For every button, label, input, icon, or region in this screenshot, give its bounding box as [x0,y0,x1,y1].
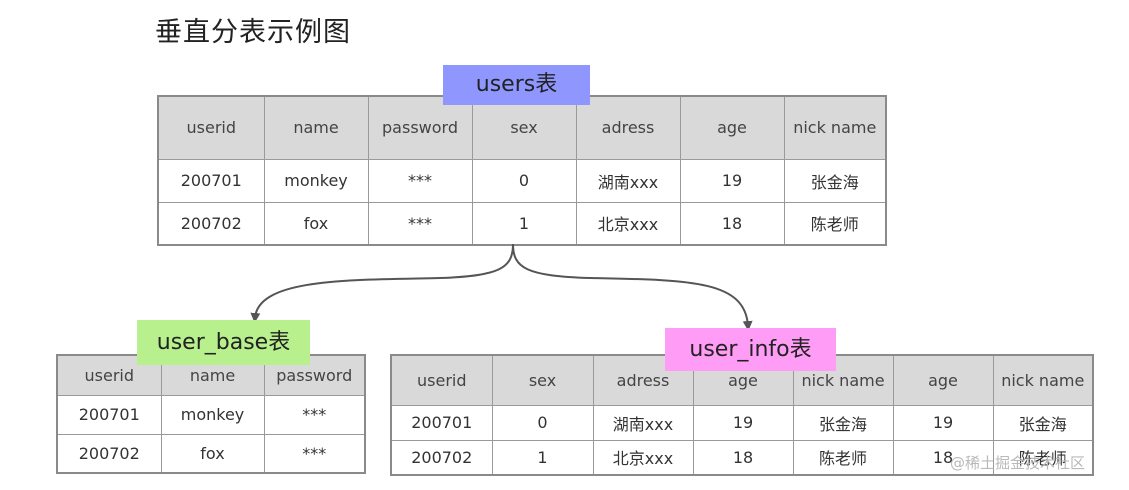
table-cell: *** [367,158,473,203]
table-cell: 张金海 [992,404,1094,441]
arrow-to-user-base [250,243,514,323]
header-cell: userid [390,354,493,406]
user-info-table: userid sex adress age nick name age nick… [390,354,1094,476]
header-cell: sex [491,354,594,406]
table-cell: 200701 [157,158,265,203]
table-cell: 18 [692,439,794,476]
table-row: 200702 fox *** [56,433,366,474]
table-cell: 200701 [56,394,162,435]
table-cell: 陈老师 [792,439,894,476]
table-cell: 张金海 [792,404,894,441]
table-header-row: userid sex adress age nick name age nick… [390,354,1094,406]
header-cell: age [892,354,994,406]
table-cell: monkey [160,394,265,435]
table-cell: 19 [692,404,794,441]
table-cell: 陈老师 [783,201,887,246]
user-base-table-label: user_base表 [137,320,310,365]
table-row: 200702 1 北京xxx 18 陈老师 18 陈老师 [390,439,1094,476]
diagram-title: 垂直分表示例图 [155,17,351,48]
table-cell: *** [263,433,366,474]
table-cell: 湖南xxx [575,158,681,203]
table-cell: 19 [892,404,994,441]
table-cell: monkey [263,158,369,203]
table-cell: *** [367,201,473,246]
table-cell: 1 [471,201,577,246]
table-row: 200702 fox *** 1 北京xxx 18 陈老师 [157,201,887,246]
header-cell: adress [592,354,694,406]
table-row: 200701 monkey *** [56,394,366,435]
header-cell: sex [471,95,577,160]
header-cell: password [367,95,473,160]
table-row: 200701 monkey *** 0 湖南xxx 19 张金海 [157,158,887,203]
table-cell: 200702 [157,201,265,246]
table-cell: 北京xxx [592,439,694,476]
users-table-label: users表 [443,65,590,105]
arrow-to-user-info [512,243,753,331]
table-cell: 0 [471,158,577,203]
table-cell: *** [263,394,366,435]
user-info-table-label: user_info表 [665,328,836,371]
header-cell: name [263,95,369,160]
watermark: @稀土掘金技术社区 [950,454,1086,472]
users-table: userid name password sex adress age nick… [157,95,887,246]
table-cell: 张金海 [783,158,887,203]
header-cell: adress [575,95,681,160]
table-cell: 0 [491,404,594,441]
header-cell: nick name [783,95,887,160]
table-cell: 陈老师 [992,439,1094,476]
header-cell: nick name [992,354,1094,406]
table-cell: 18 [892,439,994,476]
table-cell: 200702 [56,433,162,474]
user-base-table: userid name password 200701 monkey *** 2… [56,354,366,474]
header-cell: userid [157,95,265,160]
table-cell: 北京xxx [575,201,681,246]
table-cell: 200702 [390,439,493,476]
table-header-row: userid name password sex adress age nick… [157,95,887,160]
table-cell: 1 [491,439,594,476]
table-row: 200701 0 湖南xxx 19 张金海 19 张金海 [390,404,1094,441]
table-cell: fox [160,433,265,474]
table-cell: 18 [679,201,785,246]
table-cell: 湖南xxx [592,404,694,441]
table-cell: 200701 [390,404,493,441]
table-cell: 19 [679,158,785,203]
table-cell: fox [263,201,369,246]
header-cell: age [679,95,785,160]
